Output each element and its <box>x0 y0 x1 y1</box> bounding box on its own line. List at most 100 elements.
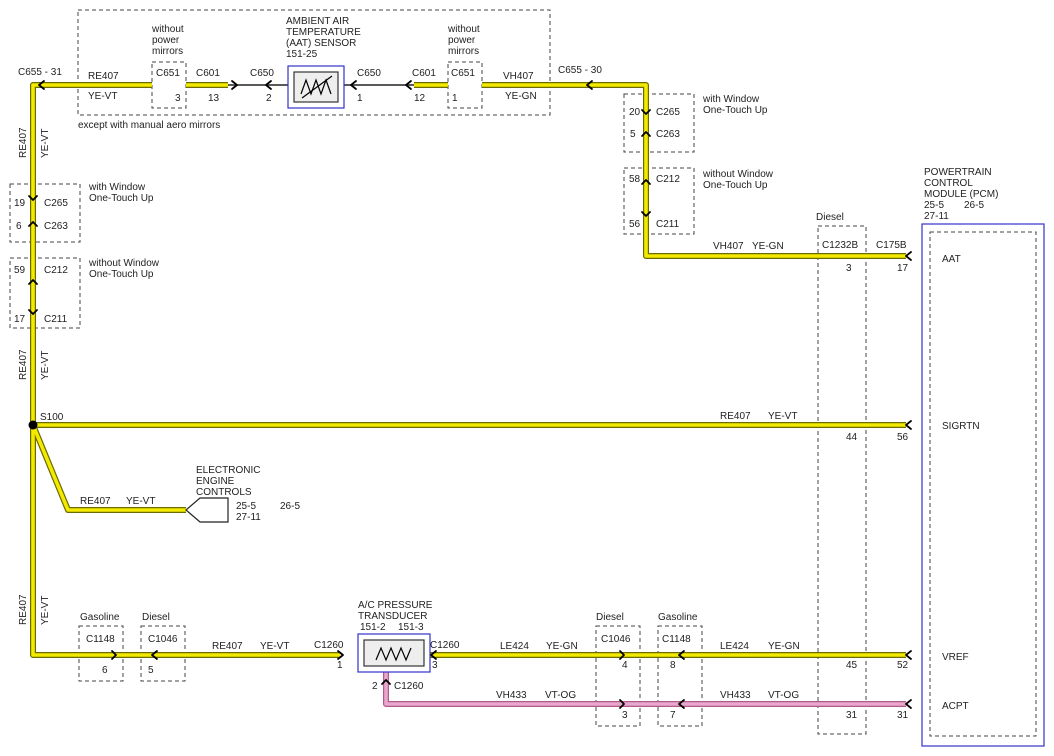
label-c263-left: C263 <box>44 221 68 232</box>
left-c265-c263-box <box>9 183 81 243</box>
wire-color-ye-vt-eec: YE-VT <box>126 496 155 507</box>
pin-1-c651: 1 <box>452 93 458 104</box>
label-c1260-bottom: C1260 <box>394 681 424 692</box>
note-with-window-right: with Window One-Touch Up <box>702 94 768 116</box>
pcm-pin-sigrtn: SIGRTN <box>942 421 980 432</box>
label-c651-left: C651 <box>156 68 180 79</box>
wire-vertical-re407-top: RE407 <box>18 127 29 158</box>
note-except-manual-aero: except with manual aero mirrors <box>78 120 220 131</box>
pin-56-pcm: 56 <box>897 432 909 443</box>
wire-color-ye-vt-sigrtn: YE-VT <box>768 411 797 422</box>
pcm-ref-25-5: 25-5 <box>924 200 944 211</box>
label-c175b: C175B <box>876 240 907 251</box>
pcm-ref-27-11: 27-11 <box>924 211 949 222</box>
pin-56-c211: 56 <box>629 219 641 230</box>
wire-color-le424-right: LE424 <box>720 641 749 652</box>
wire-color-re407-sigrtn: RE407 <box>720 411 751 422</box>
label-gasoline-right: Gasoline <box>658 612 698 623</box>
pin-4-c1046: 4 <box>622 660 628 671</box>
note-without-power-mirrors-left: without power mirrors <box>151 24 186 57</box>
pcm-pin-acpt: ACPT <box>942 701 969 712</box>
ac-ref-151-3: 151-3 <box>398 622 424 633</box>
pin-31-c1232b: 31 <box>846 710 858 721</box>
label-c1046-right: C1046 <box>601 634 631 645</box>
right-c265-c263-box <box>623 93 695 153</box>
left-c212-c211-box <box>9 257 81 329</box>
pcm-module-box <box>921 223 1045 747</box>
wire-color-vt-og-right: VT-OG <box>768 690 799 701</box>
wire-color-vh433-left: VH433 <box>496 690 527 701</box>
pin-19: 19 <box>14 198 26 209</box>
label-s100: S100 <box>40 412 64 423</box>
wire-color-vh433-right: VH433 <box>720 690 751 701</box>
note-without-power-mirrors-right: without power mirrors <box>447 24 482 57</box>
pin-6-c1148: 6 <box>102 665 108 676</box>
note-without-window-right: without Window One-Touch Up <box>702 169 776 191</box>
wire-color-ye-gn-top: YE-GN <box>505 91 537 102</box>
wire-vertical-ye-vt-mid: YE-VT <box>40 351 51 380</box>
pin-12: 12 <box>414 93 426 104</box>
label-c212-left: C212 <box>44 265 68 276</box>
label-c601-left: C601 <box>196 68 220 79</box>
pin-20: 20 <box>629 107 641 118</box>
note-without-window-left: without Window One-Touch Up <box>88 258 162 280</box>
aat-sensor-title: AMBIENT AIR TEMPERATURE (AAT) SENSOR 151… <box>286 16 364 60</box>
diesel-c1046-right-box <box>595 625 641 727</box>
splice-s100-dot <box>28 420 38 430</box>
eec-connector-icon <box>185 497 229 523</box>
pin-52: 52 <box>897 660 909 671</box>
connector-arrows <box>28 80 912 709</box>
pin-2-c1260: 2 <box>372 681 378 692</box>
wire-color-re407: RE407 <box>88 71 119 82</box>
wire-color-re407-eec: RE407 <box>80 496 111 507</box>
label-c263-right: C263 <box>656 129 680 140</box>
wire-color-le424-left: LE424 <box>500 641 529 652</box>
label-c1260-left: C1260 <box>314 640 344 651</box>
label-c265-right: C265 <box>656 107 680 118</box>
pin-2-c650: 2 <box>266 93 272 104</box>
ac-transducer-title: A/C PRESSURE TRANSDUCER <box>358 600 435 622</box>
gasoline-c1148-right-box <box>657 625 703 727</box>
wire-color-vh407-top: VH407 <box>503 71 534 82</box>
pin-59: 59 <box>14 265 26 276</box>
label-diesel-right: Diesel <box>596 612 624 623</box>
pin-5: 5 <box>630 129 636 140</box>
pin-3-c1046-bottom: 3 <box>622 710 628 721</box>
wire-color-vh407-right: VH407 <box>713 241 744 252</box>
pin-8-c1148: 8 <box>670 660 676 671</box>
label-diesel-left: Diesel <box>142 612 170 623</box>
label-c212-right: C212 <box>656 174 680 185</box>
label-c1046-left: C1046 <box>148 634 178 645</box>
label-gasoline-left: Gasoline <box>80 612 120 623</box>
wire-vertical-re407-bottom: RE407 <box>18 594 29 625</box>
pin-17-pcm: 17 <box>897 263 909 274</box>
pin-7-c1148: 7 <box>670 710 676 721</box>
pin-1-c650: 1 <box>357 93 363 104</box>
pcm-pin-aat: AAT <box>942 254 961 265</box>
label-c650-right: C650 <box>357 68 381 79</box>
pcm-title: POWERTRAIN CONTROL MODULE (PCM) <box>924 167 998 200</box>
mirror-option-box <box>77 9 551 116</box>
pcm-pin-vref: VREF <box>942 652 969 663</box>
pin-44: 44 <box>846 432 858 443</box>
eec-ref-25-5: 25-5 <box>236 501 256 512</box>
eec-title: ELECTRONIC ENGINE CONTROLS <box>196 465 263 498</box>
note-with-window-left: with Window One-Touch Up <box>88 182 154 204</box>
wire-vertical-re407-mid: RE407 <box>18 349 29 380</box>
diesel-c1232b-box <box>817 225 867 735</box>
eec-ref-27-11: 27-11 <box>236 512 261 523</box>
pin-5-c1046: 5 <box>148 665 154 676</box>
wire-vertical-ye-vt-bottom: YE-VT <box>40 596 51 625</box>
right-c212-c211-box <box>623 167 695 235</box>
pin-3-c1232b: 3 <box>846 263 852 274</box>
pcm-ref-26-5: 26-5 <box>964 200 984 211</box>
wire-color-ye-vt-bottom: YE-VT <box>260 641 289 652</box>
label-c1232b: C1232B <box>822 240 858 251</box>
eec-ref-26-5: 26-5 <box>280 501 300 512</box>
label-c1260-right: C1260 <box>430 640 460 651</box>
pin-58: 58 <box>629 174 641 185</box>
pin-17-c211: 17 <box>14 314 26 325</box>
pink-wire <box>383 672 906 707</box>
label-diesel-top: Diesel <box>816 212 844 223</box>
ac-ref-151-2: 151-2 <box>360 622 386 633</box>
